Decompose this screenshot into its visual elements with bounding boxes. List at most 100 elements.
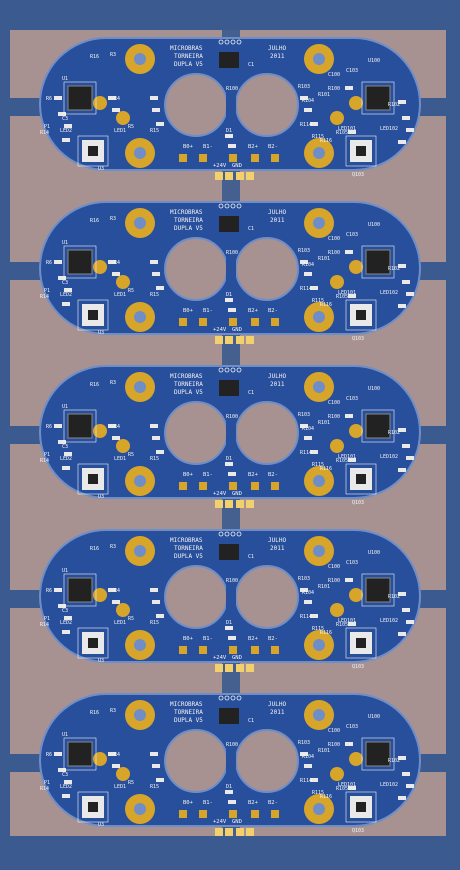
smd-part	[304, 272, 312, 276]
via-ring	[230, 695, 236, 701]
connector-pad	[225, 828, 233, 836]
smd-part	[150, 96, 158, 100]
silk-ref-label: R16	[90, 382, 99, 388]
silk-ref-label: P1	[44, 288, 50, 294]
smd-part	[62, 794, 70, 798]
smd-part	[300, 588, 308, 592]
silk-date-line: JULHO	[268, 45, 286, 52]
silk-ref-label: R100	[226, 742, 238, 748]
silk-ref-label: R3	[110, 380, 116, 386]
silk-ref-label: C103	[346, 560, 358, 566]
silk-ref-label: LED2	[60, 292, 72, 298]
smd-part	[348, 294, 356, 298]
silk-ref-label: R114	[300, 450, 312, 456]
connector-pad	[199, 318, 207, 326]
silk-ref-label: R101	[318, 256, 330, 262]
breakaway-tab	[416, 754, 446, 772]
silk-title-line: MICROBRAS	[170, 45, 203, 52]
led-pad	[116, 767, 130, 781]
led-pad	[93, 752, 107, 766]
silk-ref-label: U100	[368, 550, 380, 556]
led-pad	[330, 111, 344, 125]
silk-ref-label: R4	[114, 424, 120, 430]
smd-part	[225, 626, 233, 630]
silk-ref-label: LED1	[114, 292, 126, 298]
mount-hole	[164, 237, 228, 301]
mount-hole	[235, 401, 299, 465]
smd-part	[156, 122, 164, 126]
smd-part	[152, 108, 160, 112]
hole-bridge	[226, 408, 236, 458]
silk-ref-label: LED1	[114, 456, 126, 462]
mount-hole	[164, 73, 228, 137]
connector-pad	[215, 664, 223, 672]
silk-ref-label: R103	[298, 84, 310, 90]
silk-ref-label: Q103	[352, 500, 364, 506]
transistor-die	[88, 474, 98, 484]
silk-ref-label: R103	[298, 412, 310, 418]
smd-part	[402, 116, 410, 120]
smd-part	[112, 272, 120, 276]
silk-ref-label: LED102	[380, 618, 398, 624]
silk-connector-label: B2+	[248, 308, 259, 314]
top-rail	[10, 22, 446, 30]
silk-outline	[77, 791, 109, 823]
ic-chip	[365, 249, 391, 275]
gold-pad-hole	[134, 803, 146, 815]
smd-part	[152, 600, 160, 604]
gold-pad-hole	[313, 803, 325, 815]
silk-ref-label: R16	[90, 710, 99, 716]
connector-pad	[229, 482, 237, 490]
ic-chip	[67, 413, 93, 439]
silk-ref-label: U3	[98, 166, 104, 172]
silk-ref-label: R3	[110, 544, 116, 550]
silk-ref-label: R6	[46, 588, 52, 594]
silk-ref-label: C1	[248, 718, 254, 724]
silk-ref-label: R14	[40, 458, 49, 464]
silk-ref-label: U100	[368, 58, 380, 64]
silk-connector-label: B2-	[268, 800, 278, 806]
silk-connector-label: B1-	[203, 472, 213, 478]
smd-part	[345, 578, 353, 582]
connector-pad	[236, 500, 244, 508]
connector-pad	[199, 646, 207, 654]
smd-part	[398, 264, 406, 268]
via-ring	[236, 39, 242, 45]
led-pad	[349, 588, 363, 602]
silk-title-line: DUPLA V5	[174, 389, 203, 396]
hole-bridge	[226, 572, 236, 622]
silk-ref-label: Q103	[352, 336, 364, 342]
smd-part	[406, 784, 414, 788]
smd-part	[402, 444, 410, 448]
gold-pad-hole	[313, 53, 325, 65]
connector-pad	[251, 646, 259, 654]
smd-part	[398, 428, 406, 432]
via-ring	[224, 695, 230, 701]
gold-pad-hole	[313, 311, 325, 323]
smd-part	[398, 756, 406, 760]
silk-title-line: MICROBRAS	[170, 209, 203, 216]
silk-ref-label: D1	[226, 128, 232, 134]
silk-ref-label: R115	[312, 790, 324, 796]
connector-pad	[246, 500, 254, 508]
silk-ref-label: R4	[114, 588, 120, 594]
silk-ref-label: LED1	[114, 128, 126, 134]
silk-ref-label: LED2	[60, 456, 72, 462]
mount-hole	[235, 237, 299, 301]
connector-pad	[251, 810, 259, 818]
smd-part	[310, 778, 318, 782]
silk-ref-label: LED101	[338, 782, 356, 788]
silk-date-line: 2011	[270, 545, 285, 552]
ic-chip	[219, 708, 239, 724]
silk-ref-label: R105	[336, 130, 348, 136]
silk-outline	[345, 791, 377, 823]
connector-pad	[179, 646, 187, 654]
silk-ref-label: C3	[62, 116, 68, 122]
silk-title-line: DUPLA V5	[174, 225, 203, 232]
smd-part	[348, 786, 356, 790]
silk-outline	[77, 135, 109, 167]
silk-title-line: TORNEIRA	[174, 709, 203, 716]
smd-part	[108, 260, 116, 264]
silk-connector-label: B2+	[248, 800, 259, 806]
